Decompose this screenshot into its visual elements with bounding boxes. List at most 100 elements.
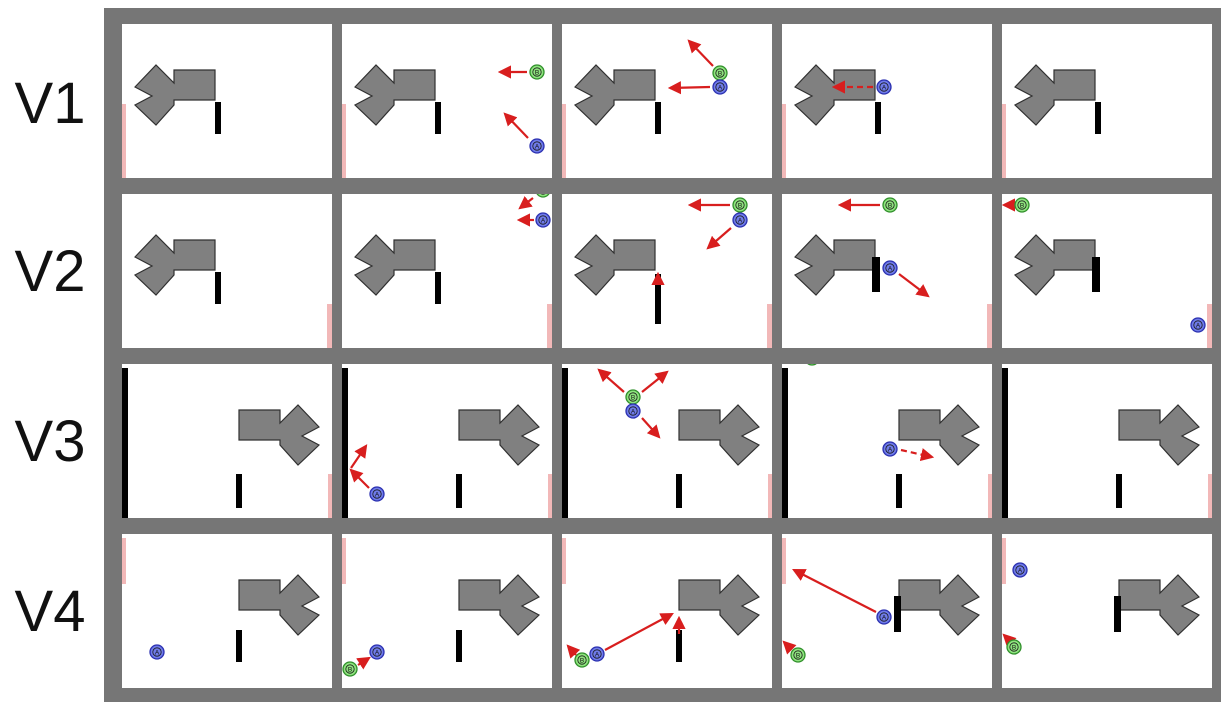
agent-label: A xyxy=(535,143,540,150)
agent-b-marker: B xyxy=(732,197,748,213)
scene-canvas: BA xyxy=(562,368,772,518)
goal-zone xyxy=(122,538,126,584)
y-shaped-block xyxy=(573,64,656,126)
y-shaped-block xyxy=(353,64,436,126)
goal-zone xyxy=(562,104,566,178)
y-shaped-block xyxy=(1013,64,1096,126)
scene-canvas: A xyxy=(782,64,892,178)
row-label-v3: V3 xyxy=(14,409,86,474)
motion-arrow xyxy=(503,112,529,139)
y-shaped-block xyxy=(793,64,876,126)
scene-canvas: BA xyxy=(353,194,552,348)
agent-label: A xyxy=(375,649,380,656)
motion-arrow xyxy=(604,612,674,651)
agent-b-marker: B xyxy=(807,364,817,366)
goal-zone xyxy=(767,304,772,348)
motion-arrow xyxy=(597,368,625,393)
agent-a-marker: A xyxy=(876,79,892,95)
wall-post xyxy=(1092,257,1100,292)
wall-post xyxy=(1114,596,1121,632)
agent-label: A xyxy=(1018,567,1023,574)
row-label-v4: V4 xyxy=(14,579,86,644)
goal-zone xyxy=(548,474,552,518)
agent-a-marker: A xyxy=(589,646,605,662)
y-shaped-block xyxy=(793,234,876,296)
goal-zone xyxy=(1207,304,1212,348)
scene-canvas: BA xyxy=(342,64,545,178)
wall-post xyxy=(215,102,221,134)
y-shaped-block xyxy=(458,404,541,466)
goal-zone xyxy=(342,104,346,178)
agent-label: A xyxy=(375,491,380,498)
motion-arrow xyxy=(350,444,368,469)
agent-a-marker: A xyxy=(712,79,728,95)
agent-label: A xyxy=(541,217,546,224)
agent-b-marker: B xyxy=(712,65,728,81)
y-shaped-block xyxy=(353,234,436,296)
scenario-cell-v3-1 xyxy=(122,364,332,518)
wall-post xyxy=(456,474,462,508)
agent-b-marker: B xyxy=(1006,639,1022,655)
wall-post xyxy=(872,257,880,292)
y-shaped-block xyxy=(1013,234,1096,296)
motion-arrow xyxy=(518,196,534,210)
scenario-cell-v3-5 xyxy=(1002,364,1212,518)
wall-post xyxy=(215,272,221,304)
wall-post xyxy=(655,102,661,134)
y-shaped-block xyxy=(1118,574,1201,636)
wall-post xyxy=(435,102,441,134)
wall-post xyxy=(676,630,682,662)
wall-post xyxy=(676,474,682,508)
agent-a-marker: A xyxy=(369,644,385,660)
goal-zone xyxy=(987,304,992,348)
agent-a-marker: A xyxy=(149,644,165,660)
scene-canvas: BA xyxy=(793,197,992,348)
y-shaped-block xyxy=(678,404,761,466)
wall-post xyxy=(435,272,441,304)
wall-post xyxy=(896,474,902,508)
agent-b-marker: B xyxy=(625,389,641,405)
goal-zone xyxy=(782,538,786,584)
wall-post xyxy=(655,274,661,324)
agent-label: A xyxy=(155,649,160,656)
goal-zone xyxy=(988,474,992,518)
agent-label: A xyxy=(738,217,743,224)
wall-post xyxy=(1116,474,1122,508)
scene-canvas: BA xyxy=(562,39,728,178)
scene-canvas xyxy=(133,234,332,348)
scenario-cell-v2-1 xyxy=(122,194,332,348)
scene-canvas: AB xyxy=(782,538,981,663)
motion-arrow xyxy=(566,644,581,659)
agent-a-marker: A xyxy=(1190,317,1206,333)
wall-post xyxy=(342,368,348,518)
agent-b-marker: B xyxy=(1014,197,1030,213)
agent-b-marker: B xyxy=(529,64,545,80)
scene-canvas: BA xyxy=(562,538,761,668)
motion-arrow xyxy=(667,81,711,95)
y-shaped-block xyxy=(898,574,981,636)
scene-canvas: BA xyxy=(573,197,772,348)
agent-a-marker: A xyxy=(882,260,898,276)
y-shaped-block xyxy=(898,404,981,466)
wall-post xyxy=(894,596,901,632)
goal-zone xyxy=(1002,538,1006,584)
agent-label: B xyxy=(738,202,742,209)
agent-a-marker: A xyxy=(732,212,748,228)
agent-label: B xyxy=(348,666,352,673)
motion-arrow xyxy=(900,448,935,462)
agent-label: A xyxy=(631,408,636,415)
agent-a-marker: A xyxy=(529,138,545,154)
motion-arrow xyxy=(898,273,930,298)
scene-canvas xyxy=(1002,64,1101,178)
goal-zone xyxy=(1208,474,1212,518)
scenario-cell-v3-4: BA xyxy=(782,364,992,518)
goal-zone xyxy=(782,104,786,178)
agent-label: B xyxy=(796,652,800,659)
goal-zone xyxy=(327,304,332,348)
agent-a-marker: A xyxy=(625,403,641,419)
